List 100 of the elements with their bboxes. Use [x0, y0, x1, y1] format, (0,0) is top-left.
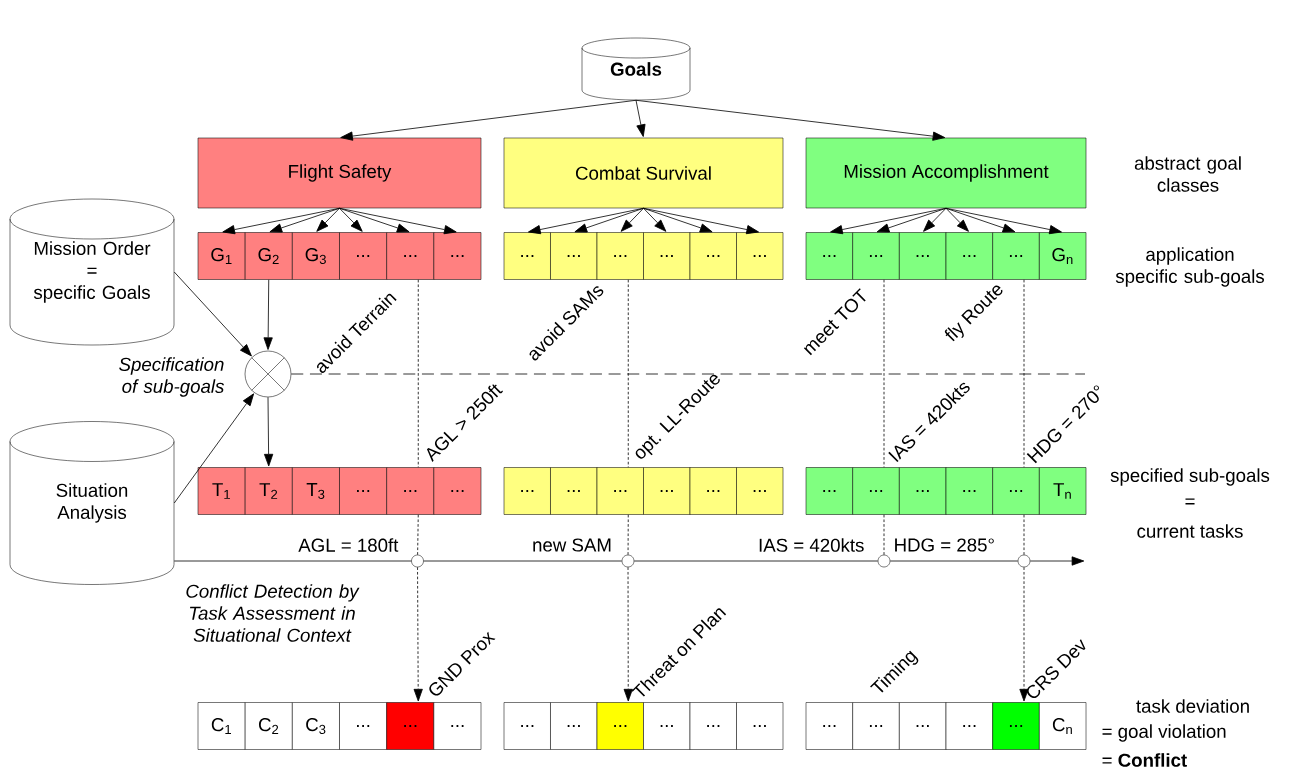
side-label: abstract goal classes [1134, 156, 1241, 192]
arrow [945, 207, 969, 232]
conflict-cell: ... [899, 702, 947, 750]
conflict-cell: ... [339, 702, 387, 750]
goal-cell: ... [550, 232, 598, 280]
annotation: Specification of sub-goals [119, 357, 224, 397]
goal-cell: ... [339, 232, 387, 280]
arrow [635, 99, 646, 137]
dashed-line [627, 279, 629, 468]
arrow [339, 207, 363, 232]
database-cylinder: Mission Order = specific Goals [9, 198, 175, 346]
side-label: = Conflict [1102, 753, 1187, 767]
dashed-line [883, 279, 885, 468]
goal-cell: G$_{1}$ [197, 232, 246, 280]
goal-cell: G$_{2}$ [244, 232, 293, 280]
dotted-arrow [413, 566, 423, 702]
goal-cell: ... [736, 232, 784, 280]
side-label: application specific sub-goals [1115, 247, 1264, 287]
side-label: = [1185, 498, 1195, 505]
task-cell: ... [736, 467, 784, 515]
task-cell: ... [596, 467, 644, 515]
dashed-line [627, 514, 629, 556]
conflict-cell: ... [550, 702, 598, 750]
task-cell: ... [503, 467, 551, 515]
arrow [263, 279, 273, 350]
conflict-cell: C$_{1}$ [197, 702, 246, 750]
arrow [620, 207, 644, 232]
timeline-arrow [1029, 556, 1085, 566]
node-label: Goals [610, 62, 662, 76]
line [173, 560, 412, 562]
annotation: Conflict Detection by Task Assessment in Situational Context [186, 584, 360, 642]
task-cell: ... [689, 467, 737, 515]
node-label: = [87, 267, 97, 274]
goals-cylinder: Goals [581, 37, 691, 101]
arrow [945, 207, 1016, 233]
conflict-cell: C$_{3}$ [292, 702, 340, 750]
dashed-line [1023, 279, 1025, 468]
arrow [635, 99, 946, 141]
goal-cell: ... [643, 232, 691, 280]
arrow [339, 207, 457, 235]
task-cell: ... [386, 467, 435, 515]
value-label: IAS = 420kts [759, 538, 864, 552]
arrow [923, 207, 947, 232]
goal-cell: ... [992, 232, 1040, 280]
arrow [339, 207, 410, 233]
arrow [222, 207, 340, 235]
task-cell: ... [550, 467, 598, 515]
combiner-circle [244, 350, 292, 398]
line [889, 560, 1019, 562]
dashed-line [883, 514, 885, 556]
value-label: AGL = 180ft [298, 538, 399, 552]
value-label: HDG = 285° [895, 538, 994, 552]
arrow [269, 207, 340, 233]
database-cylinder: Situation Analysis [9, 421, 175, 585]
goal-class-box: Flight Safety [197, 137, 482, 209]
line [423, 560, 623, 562]
value-label: new SAM [533, 538, 611, 552]
task-cell: T$_{3}$ [292, 467, 340, 515]
conflict-cell: ... [503, 702, 551, 750]
dashed-line [417, 279, 419, 468]
arrow [643, 207, 667, 232]
goal-cell: G$_{n}$ [1039, 232, 1087, 280]
task-cell: T$_{1}$ [197, 467, 246, 515]
task-cell: ... [805, 467, 853, 515]
task-cell: ... [945, 467, 993, 515]
arrow [264, 396, 274, 467]
goal-cell: ... [689, 232, 737, 280]
task-cell: ... [899, 467, 947, 515]
goal-class-box: Mission Accomplishment [805, 137, 1087, 209]
task-cell: ... [339, 467, 387, 515]
node-label: Mission Order [34, 241, 151, 256]
dotted-arrow [1019, 566, 1029, 702]
conflict-cell: C$_{2}$ [244, 702, 293, 750]
goal-cell: ... [899, 232, 947, 280]
goal-cell: ... [503, 232, 551, 280]
arrow [528, 207, 644, 235]
goal-cell: ... [433, 232, 482, 280]
arrow [574, 207, 644, 233]
conflict-cell: ... [945, 702, 993, 750]
arrow [340, 99, 637, 141]
conflict-cell: ... [433, 702, 482, 750]
side-label: specified sub-goals [1110, 468, 1270, 486]
task-cell: T$_{n}$ [1039, 467, 1087, 515]
arrow [945, 207, 1062, 235]
conflict-cell: ... [992, 702, 1040, 750]
arrow [876, 207, 947, 233]
node-label: specific Goals [33, 285, 150, 303]
arrow [173, 393, 254, 504]
goal-cell: ... [805, 232, 853, 280]
task-cell: ... [433, 467, 482, 515]
arrow [643, 207, 759, 235]
goal-cell: ... [945, 232, 993, 280]
node-label: Situation Analysis [56, 483, 128, 523]
conflict-cell: C$_{n}$ [1039, 702, 1087, 750]
conflict-cell: ... [689, 702, 737, 750]
arrow [173, 271, 252, 357]
dotted-arrow [623, 566, 633, 702]
goal-cell: ... [852, 232, 900, 280]
arrow [643, 207, 713, 233]
arrow [316, 207, 340, 232]
